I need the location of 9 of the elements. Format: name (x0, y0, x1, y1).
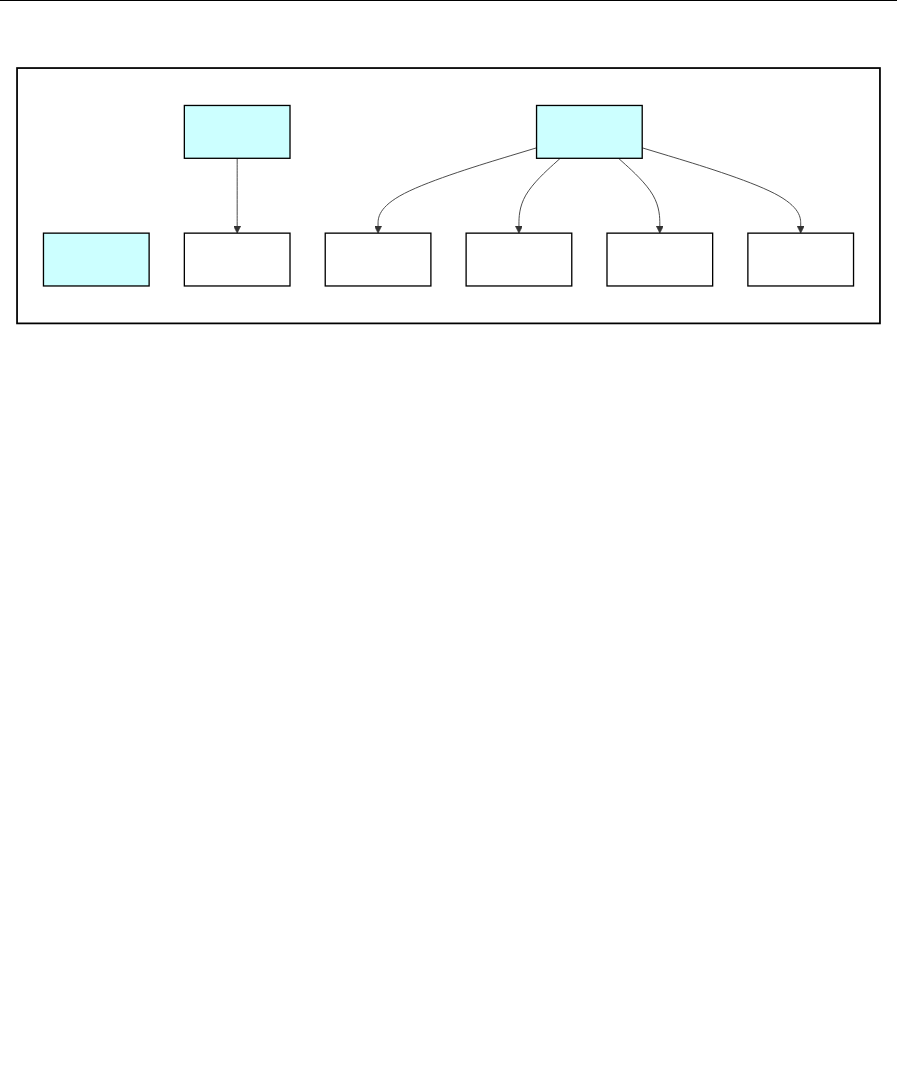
node-box (324, 232, 432, 287)
node-box (42, 232, 150, 287)
node-box (465, 232, 573, 287)
node-box (535, 104, 643, 159)
node-box (747, 232, 855, 287)
node-box (183, 104, 291, 159)
node-box (183, 232, 291, 287)
node-box (606, 232, 714, 287)
cluster (16, 67, 881, 325)
